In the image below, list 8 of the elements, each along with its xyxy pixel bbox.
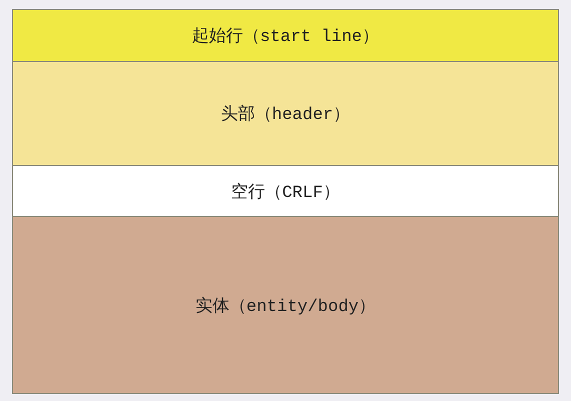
message-section-band bbox=[12, 216, 559, 394]
message-section-band bbox=[12, 61, 559, 166]
message-section-band bbox=[12, 9, 559, 62]
message-section-band bbox=[12, 165, 559, 217]
section-label: 实体（entity/body） bbox=[195, 296, 376, 316]
section-label: 头部（header） bbox=[220, 104, 350, 125]
section-label: 起始行（start line） bbox=[192, 26, 380, 47]
section-label: 空行（CRLF） bbox=[231, 182, 340, 202]
